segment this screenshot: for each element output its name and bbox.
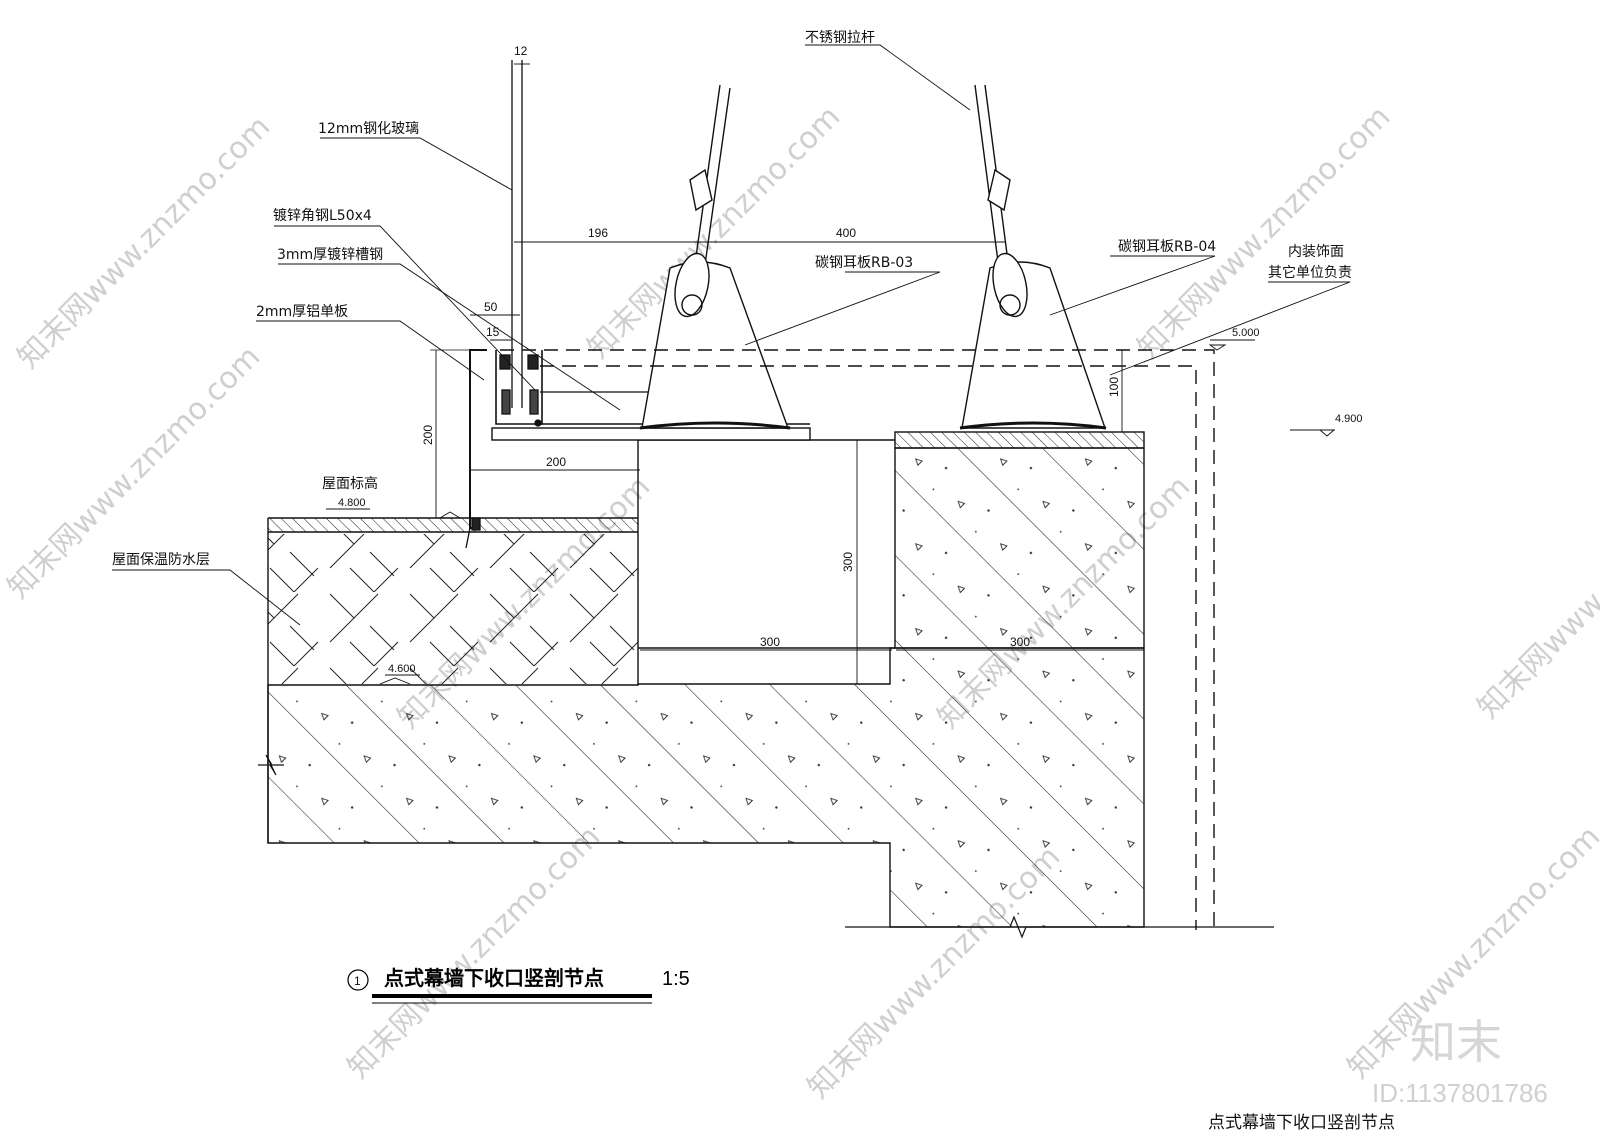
elevation-4900: 4.900 bbox=[1335, 413, 1363, 425]
labels: 不锈钢拉杆 12mm钢化玻璃 镀锌角钢L50x4 3mm厚镀锌槽钢 2mm厚铝单… bbox=[112, 30, 1352, 568]
lug-assembly bbox=[639, 84, 1107, 430]
title-number: 1 bbox=[354, 974, 361, 988]
label-roof-level: 屋面标高 bbox=[322, 475, 378, 492]
lug-plate-rb04 bbox=[961, 261, 1106, 429]
watermark-text: 知末网www.znzmo.com bbox=[11, 109, 277, 375]
label-lug-rb03: 碳钢耳板RB-03 bbox=[815, 255, 913, 271]
title-number-circle bbox=[347, 969, 369, 991]
label-stainless-rod: 不锈钢拉杆 bbox=[805, 30, 875, 46]
dim-300-beam: 300 bbox=[1010, 635, 1030, 649]
label-interior-finish: 内装饰面 bbox=[1288, 244, 1344, 260]
title-scale: 1:5 bbox=[662, 968, 690, 990]
label-roof-insulation: 屋面保温防水层 bbox=[112, 552, 210, 568]
watermark-text: 知末网www.znzmo.com bbox=[341, 819, 607, 1085]
dim-15: 15 bbox=[486, 325, 500, 339]
dimension-lines bbox=[326, 63, 1335, 685]
watermark-text: 知末网www.znzmo.com bbox=[1131, 99, 1397, 365]
leader-lines bbox=[112, 44, 1351, 626]
drawing-title: 1 点式幕墙下收口竖剖节点 1:5 bbox=[347, 966, 690, 1004]
beam-top-hatch bbox=[894, 431, 1145, 449]
brand-watermark: 知末 ID:1137801786 bbox=[1372, 1015, 1548, 1108]
dim-400: 400 bbox=[836, 226, 856, 240]
brand-logo: 知末 bbox=[1410, 1015, 1502, 1069]
dimension-text: 12 196 400 50 15 200 200 100 300 300 300 bbox=[421, 44, 1121, 649]
label-channel-steel: 3mm厚镀锌槽钢 bbox=[277, 246, 383, 263]
concrete-slab bbox=[267, 647, 1145, 928]
watermark-layer: 知末网www.znzmo.com 知末网www.znzmo.com 知末网www… bbox=[1, 99, 1600, 1105]
label-angle-steel: 镀锌角钢L50x4 bbox=[273, 207, 372, 224]
steel-base-plate bbox=[491, 427, 811, 441]
footer-caption: 点式幕墙下收口竖剖节点 bbox=[1208, 1113, 1395, 1133]
label-glass: 12mm钢化玻璃 bbox=[318, 120, 419, 137]
label-alu-panel: 2mm厚铝单板 bbox=[256, 304, 348, 320]
interior-finish bbox=[500, 349, 1215, 930]
elevation-4800: 4.800 bbox=[338, 497, 366, 509]
watermark-text: 知末网www.znzmo.com bbox=[1471, 459, 1600, 725]
elevation-4600: 4.600 bbox=[388, 663, 416, 675]
concrete-beam bbox=[894, 447, 1145, 649]
brand-id: ID:1137801786 bbox=[1372, 1078, 1548, 1108]
dim-12: 12 bbox=[514, 44, 528, 58]
title-text: 点式幕墙下收口竖剖节点 bbox=[384, 966, 604, 990]
label-interior-responsibility: 其它单位负责 bbox=[1268, 264, 1352, 281]
structure bbox=[258, 423, 1274, 939]
insulation-fill bbox=[268, 534, 638, 684]
dim-50: 50 bbox=[484, 300, 498, 314]
dim-100: 100 bbox=[1107, 377, 1121, 397]
elevation-text: 5.000 4.900 4.800 4.600 bbox=[338, 327, 1363, 675]
dim-196: 196 bbox=[588, 226, 608, 240]
dim-300-vertical: 300 bbox=[841, 552, 855, 572]
dim-300-recess: 300 bbox=[760, 635, 780, 649]
waterproof-fill bbox=[268, 518, 638, 532]
dim-200-horizontal: 200 bbox=[546, 455, 566, 469]
dim-200-vertical: 200 bbox=[421, 425, 435, 445]
elevation-5000: 5.000 bbox=[1232, 327, 1260, 339]
label-lug-rb04: 碳钢耳板RB-04 bbox=[1118, 239, 1216, 255]
